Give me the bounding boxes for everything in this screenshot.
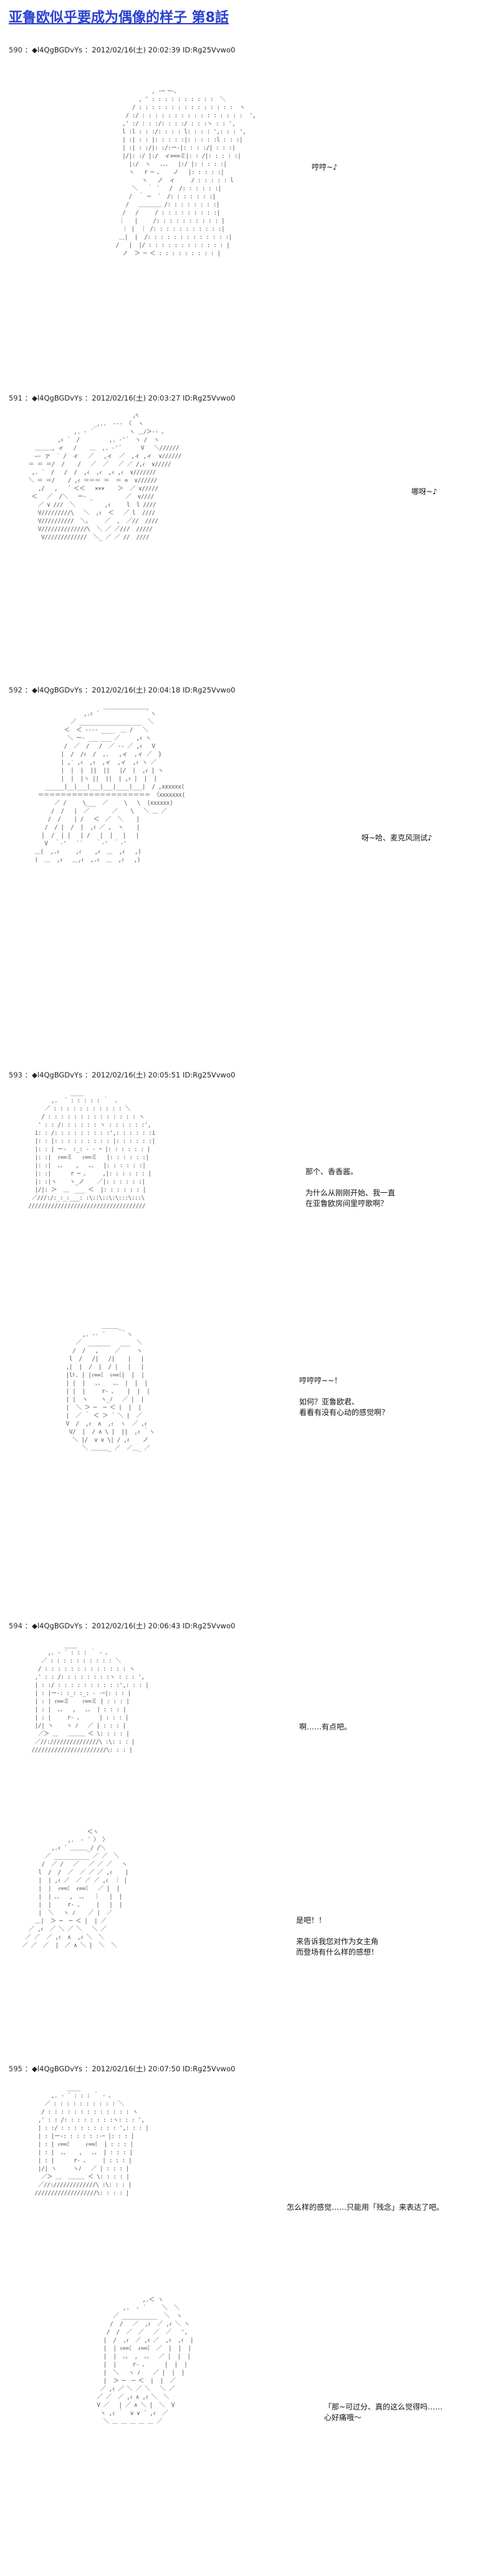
speech-text: 那个、香香酱。 为什么从刚刚开始、我一直 在亚鲁欧房间里哼歌啊？	[305, 1167, 396, 1208]
poster-name: ◆l4QgBGDvYs	[32, 686, 83, 694]
speech-text: 哼哼~♪	[312, 163, 338, 172]
post-timestamp: 2012/02/16(土) 20:03:27 ID:Rg25Vvwo0	[92, 394, 236, 402]
ascii-art: ,ﾍ _,.. -‐‐ 〈 ヽ ,. ‐ ´ ヽ ＿ﾉ＞-- 、 ,ｨ ´ / …	[28, 412, 181, 541]
ascii-art: ____ ,. ‐ ´ : : : ｀ ‐ ､ ／ : : : : : : : …	[31, 1641, 149, 1754]
page-title[interactable]: 亚鲁欧似乎要成为偶像的样子 第8話	[9, 10, 229, 26]
post-header: 594 ：◆l4QgBGDvYs ：2012/02/16(土) 20:06:43…	[9, 1621, 236, 1630]
poster-name: ◆l4QgBGDvYs	[32, 1621, 83, 1630]
post-number: 593	[9, 1071, 22, 1079]
speech-text: 「那~可过分、真的这么觉得吗…… 心好痛哦～	[324, 2403, 443, 2422]
post-header: 593 ：◆l4QgBGDvYs ：2012/02/16(土) 20:05:51…	[9, 1071, 236, 1079]
ascii-art: ＿＿＿_ ,. -‐ ´ ｀ヽ ／ _______ ___ ＼ / / , ／ …	[65, 1323, 155, 1452]
ascii-art: ,.＜ ヽ ,. ‐ ´ ＼ ＼ ／ ___________ ＼ ヽ / / ／…	[97, 2297, 194, 2425]
speech-text: 啊……有点吧。	[299, 1723, 352, 1731]
speech-text: 呀~哈、麦克风测试♪	[362, 834, 433, 842]
post-number: 592	[9, 686, 22, 694]
post-number: 594	[9, 1621, 22, 1630]
speech-text: 哪呀~♪	[411, 487, 438, 496]
post-timestamp: 2012/02/16(土) 20:06:43 ID:Rg25Vvwo0	[92, 1621, 236, 1630]
ascii-art: ＜ヽ ,. ‐ ´ 〉 〉 ,.ｨ ´ ＿＿＿_/ /＼ ／ _________…	[22, 1829, 128, 1949]
post-number: 590	[9, 46, 22, 54]
post-header: 592 ：◆l4QgBGDvYs ：2012/02/16(土) 20:04:18…	[9, 686, 236, 694]
ascii-art: , -─ ─-､ , ' : : : : : : : : : : ＼ / : :…	[115, 88, 256, 257]
post-header: 591 ：◆l4QgBGDvYs ：2012/02/16(土) 20:03:27…	[9, 394, 236, 402]
post-number: 595	[9, 2064, 22, 2073]
speech-text: 是吧！！ 来告诉我您对作为女主角 而登场有什么样的感想！	[296, 1916, 379, 1956]
post-timestamp: 2012/02/16(土) 20:02:39 ID:Rg25Vvwo0	[92, 46, 236, 54]
post-number: 591	[9, 394, 22, 402]
poster-name: ◆l4QgBGDvYs	[32, 46, 83, 54]
post-timestamp: 2012/02/16(土) 20:07:50 ID:Rg25Vvwo0	[92, 2064, 236, 2073]
speech-text: 怎么样的感觉……只能用「残念」来表达了吧。	[287, 2203, 444, 2212]
post-timestamp: 2012/02/16(土) 20:05:51 ID:Rg25Vvwo0	[92, 1071, 236, 1079]
post-header: 595 ：◆l4QgBGDvYs ：2012/02/16(土) 20:07:50…	[9, 2064, 236, 2073]
poster-name: ◆l4QgBGDvYs	[32, 1071, 83, 1079]
post-header: 590 ：◆l4QgBGDvYs ：2012/02/16(土) 20:02:39…	[9, 46, 236, 54]
ascii-art: ____ ,. ´ : : : : : ｀ ､ ／ : : : : : : : …	[28, 1089, 155, 1210]
poster-name: ◆l4QgBGDvYs	[32, 2064, 83, 2073]
poster-name: ◆l4QgBGDvYs	[32, 394, 83, 402]
ascii-art: ____ ,. ‐ ´ : : : ｀ ‐ ､ ／ : : : : : : : …	[34, 2084, 149, 2197]
speech-text: 哼哼哼~~！ 如何？亚鲁欧君、 看看有没有心动的感觉啊？	[299, 1376, 390, 1417]
ascii-art: ______________ ,.ｨ ´ ｀ヽ ／ ______________…	[34, 702, 186, 863]
post-timestamp: 2012/02/16(土) 20:04:18 ID:Rg25Vvwo0	[92, 686, 236, 694]
